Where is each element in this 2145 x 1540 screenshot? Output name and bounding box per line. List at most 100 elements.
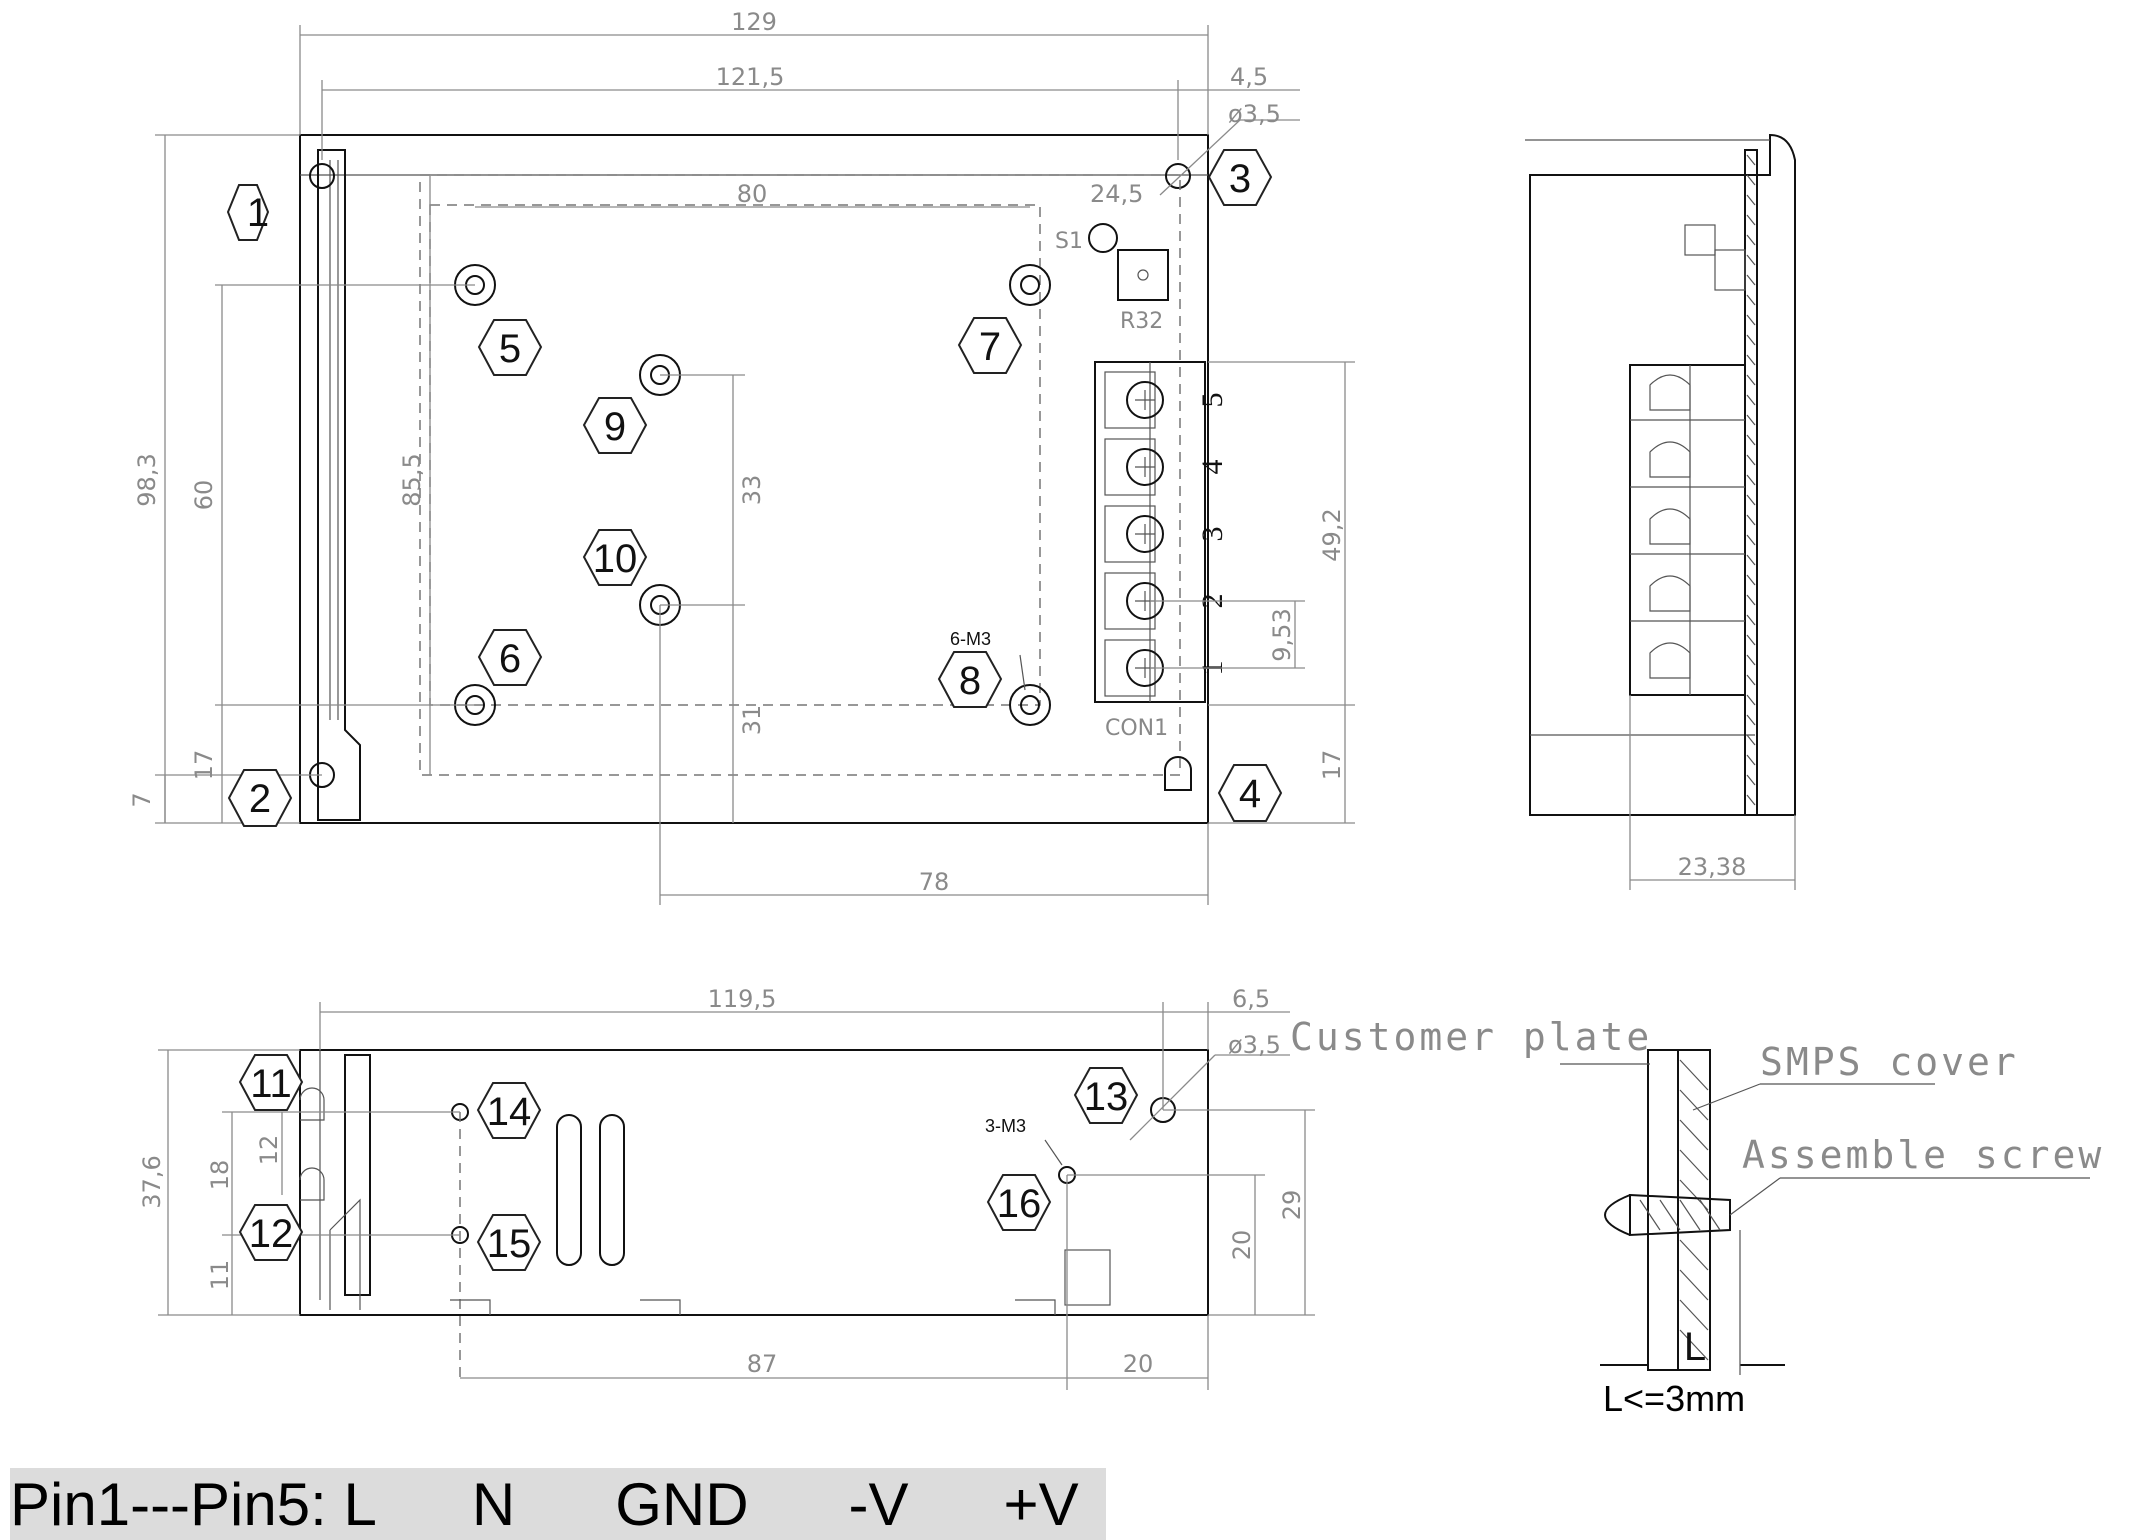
side-view-outline — [1529, 133, 1796, 816]
svg-text:15: 15 — [487, 1222, 532, 1266]
dim-23-38: 23,38 — [1678, 853, 1747, 881]
pin-number: 4 — [1196, 460, 1229, 475]
svg-text:12: 12 — [249, 1212, 294, 1256]
dim-119-5: 119,5 — [708, 985, 777, 1013]
dim-11: 11 — [206, 1260, 234, 1291]
callout-8: 8 — [937, 651, 1003, 708]
dim-17-left: 17 — [190, 750, 218, 781]
standoff-8 — [1009, 684, 1051, 726]
dim-18: 18 — [206, 1160, 234, 1191]
dim-31: 31 — [738, 705, 766, 736]
pin-legend-prefix: Pin1---Pin5: — [10, 1470, 344, 1538]
dim-4-5: 4,5 — [1230, 63, 1268, 91]
svg-text:3: 3 — [1229, 157, 1251, 201]
svg-text:14: 14 — [487, 1090, 532, 1134]
svg-text:6: 6 — [499, 637, 521, 681]
thread-callout-3-m3: 3-M3 — [985, 1116, 1026, 1136]
pin-4-label: -V — [848, 1470, 909, 1538]
smps-cover — [1677, 1049, 1711, 1371]
callout-9: 9 — [582, 397, 648, 454]
callout-2: 2 — [227, 769, 293, 827]
dim-98-3: 98,3 — [133, 453, 161, 506]
callout-14: 14 — [476, 1082, 542, 1139]
top-view-dimensions: 129 121,5 4,5 ø3,5 24,5 80 98,3 85,5 60 … — [128, 8, 1355, 905]
dim-20-vertical: 20 — [1228, 1230, 1256, 1261]
r32-label: R32 — [1120, 309, 1163, 334]
customer-plate — [1647, 1049, 1679, 1371]
pin-2-label: N — [471, 1470, 516, 1538]
callout-11: 11 — [238, 1054, 304, 1111]
svg-text:4: 4 — [1239, 772, 1261, 816]
bottom-view-dimensions: 119,5 6,5 ø3,5 37,6 18 12 11 29 20 87 20… — [138, 985, 1315, 1390]
side-terminals — [1629, 364, 1746, 696]
con1-label: CON1 — [1105, 716, 1168, 741]
svg-text:1: 1 — [247, 191, 269, 235]
svg-text:10: 10 — [593, 537, 638, 581]
dim-20-horizontal: 20 — [1123, 1350, 1154, 1378]
dim-17-right: 17 — [1318, 750, 1346, 781]
side-view: 23,38 — [1525, 133, 1796, 890]
dim-37-6: 37,6 — [138, 1155, 166, 1208]
length-label: L — [1684, 1325, 1706, 1369]
assemble-screw — [1629, 1193, 1731, 1237]
smps-cover-label: SMPS cover — [1760, 1040, 2019, 1084]
pin-5-label: +V — [1003, 1470, 1079, 1538]
top-view: S1 R32 5 4 3 2 1 CON1 129 121,5 4,5 — [128, 8, 1355, 905]
terminal-screw — [1104, 438, 1164, 496]
callout-10: 10 — [582, 529, 648, 586]
svg-text:13: 13 — [1084, 1075, 1129, 1119]
s1-component — [1088, 223, 1118, 253]
callout-15: 15 — [476, 1214, 542, 1271]
assemble-screw-label: Assemble screw — [1742, 1133, 2104, 1177]
svg-text:5: 5 — [499, 327, 521, 371]
s1-label: S1 — [1055, 229, 1083, 254]
callout-6: 6 — [477, 629, 543, 686]
dim-60: 60 — [190, 480, 218, 511]
callout-16: 16 — [986, 1174, 1052, 1231]
callout-1: 1 — [226, 184, 269, 241]
vent-slot — [556, 1114, 582, 1266]
dim-dia-3-5: ø3,5 — [1228, 100, 1281, 128]
assembly-detail: Customer plate SMPS cover Assemble screw… — [1290, 1015, 2104, 1375]
dim-49-2: 49,2 — [1318, 508, 1346, 561]
callout-3: 3 — [1207, 149, 1273, 206]
callout-5: 5 — [477, 319, 543, 376]
dim-85-5: 85,5 — [398, 453, 426, 506]
callout-12: 12 — [238, 1204, 304, 1261]
svg-text:11: 11 — [250, 1062, 292, 1106]
length-note: L<=3mm — [1603, 1378, 1746, 1419]
callout-13: 13 — [1073, 1067, 1139, 1124]
bottom-view-outline — [299, 1049, 1209, 1316]
pin-legend: Pin1---Pin5: L N GND -V +V — [10, 1468, 1106, 1540]
dim-87: 87 — [747, 1350, 778, 1378]
r32-component — [1117, 249, 1169, 301]
dim-121-5: 121,5 — [716, 63, 785, 91]
terminal-screw — [1104, 505, 1164, 563]
dim-6-5: 6,5 — [1232, 985, 1270, 1013]
vent-slot — [599, 1114, 625, 1266]
svg-text:9: 9 — [604, 405, 626, 449]
svg-text:2: 2 — [249, 777, 271, 821]
pin-number: 3 — [1196, 527, 1229, 542]
customer-plate-label: Customer plate — [1290, 1015, 1652, 1059]
pin-number: 5 — [1196, 393, 1229, 408]
bottom-bracket — [344, 1054, 371, 1296]
dim-80: 80 — [737, 180, 768, 208]
dim-9-53: 9,53 — [1268, 608, 1296, 661]
svg-text:8: 8 — [959, 659, 981, 703]
callout-7: 7 — [957, 317, 1023, 374]
pin-3-label: GND — [615, 1470, 749, 1538]
svg-text:16: 16 — [997, 1182, 1042, 1226]
dim-7: 7 — [128, 792, 156, 807]
dim-78: 78 — [919, 868, 950, 896]
dim-129: 129 — [731, 8, 777, 36]
pin-1-label: L — [343, 1470, 377, 1538]
top-view-outline — [299, 134, 1209, 824]
svg-text:7: 7 — [979, 325, 1001, 369]
dim-dia-3-5-bottom: ø3,5 — [1228, 1031, 1281, 1059]
standoff-7 — [1009, 264, 1051, 306]
thread-callout-6-m3: 6-M3 — [950, 629, 991, 649]
dim-24-5: 24,5 — [1090, 180, 1143, 208]
dim-29: 29 — [1278, 1190, 1306, 1221]
callout-4: 4 — [1217, 764, 1283, 822]
